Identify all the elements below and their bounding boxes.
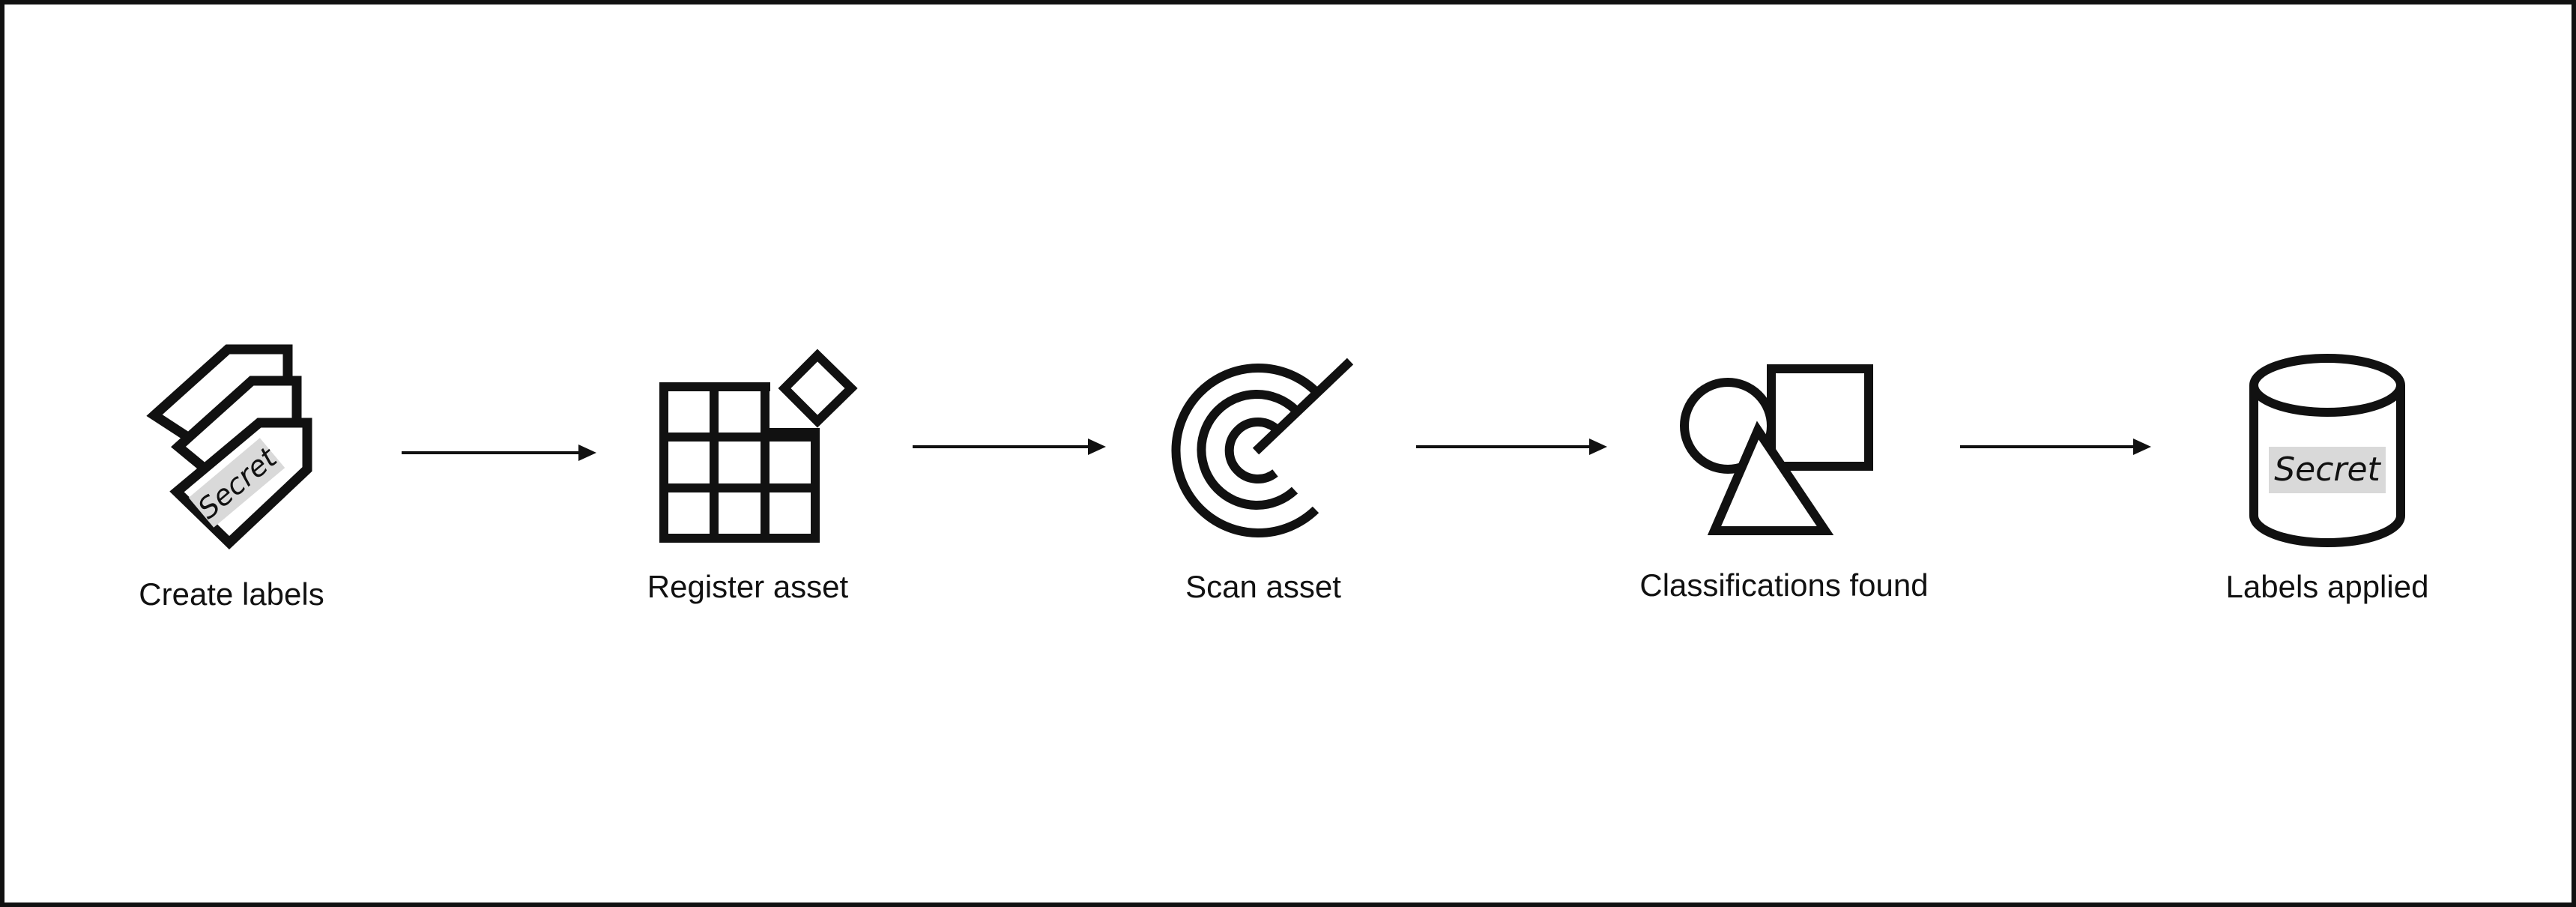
flow-arrow — [1416, 436, 1607, 457]
radar-scan-icon — [1166, 349, 1361, 544]
flow-arrow — [1960, 436, 2151, 457]
grid-diamond-icon — [656, 349, 859, 544]
step-label-scan-asset: Scan asset — [1185, 569, 1341, 604]
tag-text: Secret — [2274, 451, 2381, 489]
flow-arrow — [402, 442, 596, 463]
step-label-labels-applied: Labels applied — [2225, 569, 2429, 604]
step-label-create-labels: Create labels — [139, 576, 324, 612]
shapes-icon — [1675, 357, 1878, 544]
flow-arrow — [913, 436, 1106, 457]
labeled-database-icon: Secret — [2245, 349, 2410, 552]
step-label-classifications-found: Classifications found — [1639, 567, 1929, 603]
step-label-register-asset: Register asset — [647, 569, 849, 604]
labels-stack-icon: Secret — [146, 342, 327, 567]
